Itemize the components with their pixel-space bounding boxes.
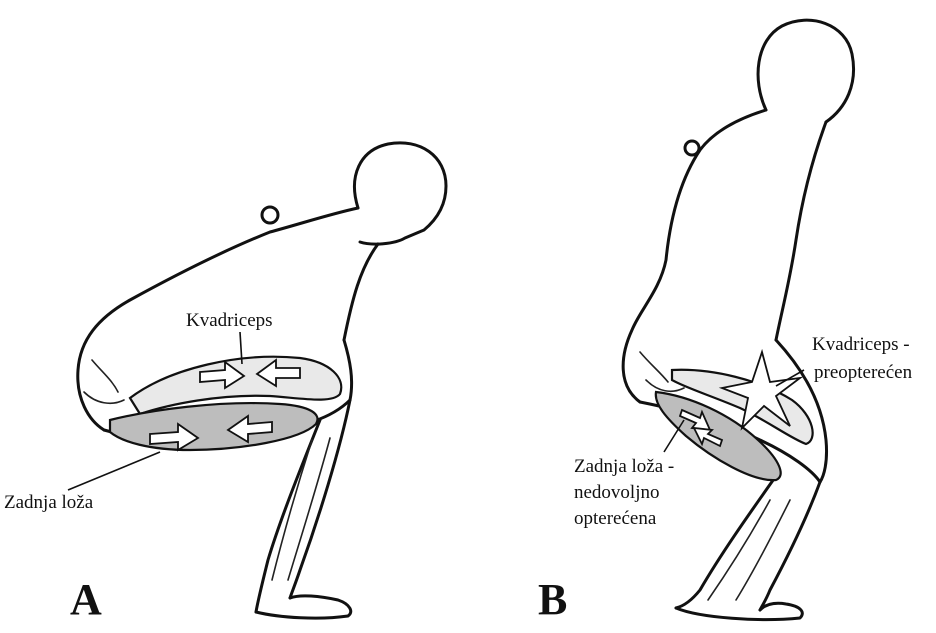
panel-a-hamstrings-label: Zadnja loža xyxy=(4,492,94,513)
panel-b-quadriceps-label-line2: preopterećen xyxy=(814,362,913,383)
panel-a-letter: A xyxy=(70,575,102,624)
panel-b-hamstrings-label-line1: Zadnja loža - xyxy=(574,456,674,477)
panel-a: Kvadriceps Zadnja loža A xyxy=(4,143,446,624)
panel-b: Kvadriceps - preopterećen Zadnja loža - … xyxy=(538,20,913,624)
panel-a-quadriceps-label: Kvadriceps xyxy=(186,310,273,331)
panel-b-hamstrings-label-line2: nedovoljno xyxy=(574,482,660,503)
panel-b-figure xyxy=(623,20,853,619)
panel-b-letter: B xyxy=(538,575,567,624)
panel-b-hamstrings-label-line3: opterećena xyxy=(574,508,657,529)
panel-b-quadriceps-label-line1: Kvadriceps - xyxy=(812,334,910,355)
